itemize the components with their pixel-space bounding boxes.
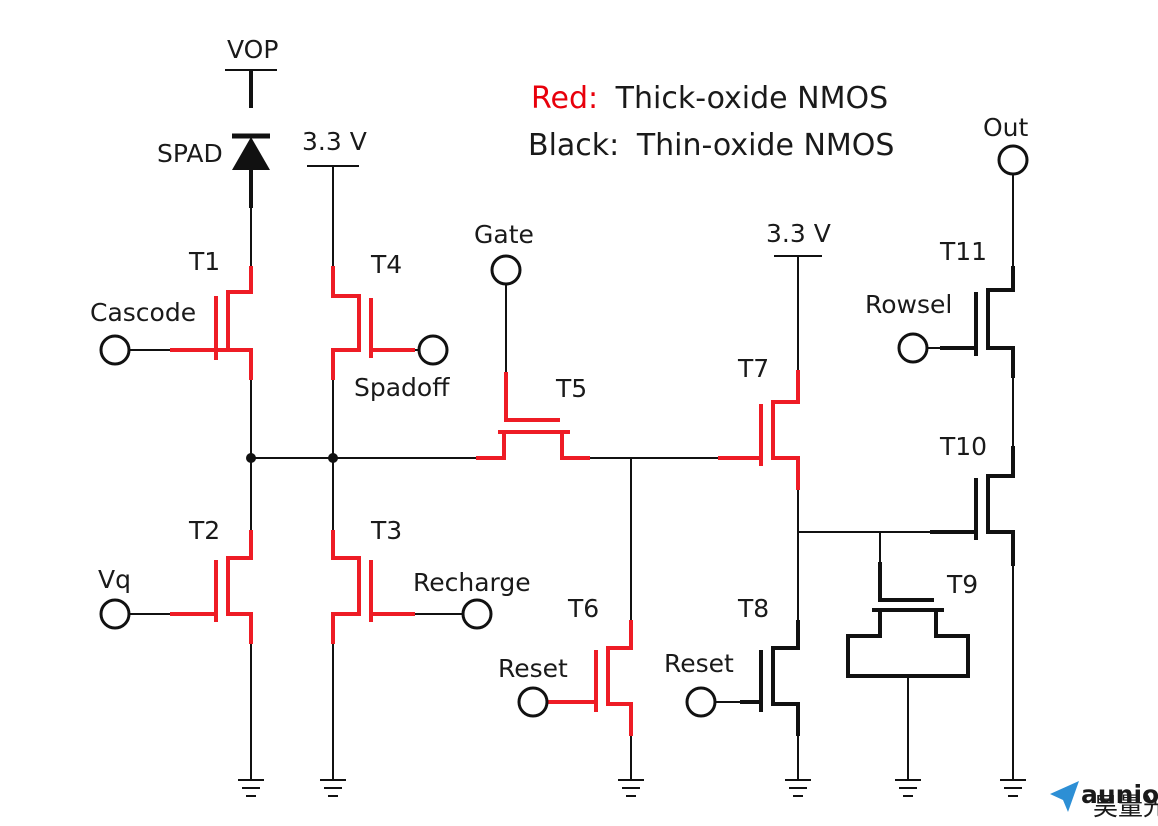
t6-label: T6 [567,594,599,623]
cascode-label: Cascode [90,298,196,327]
ground-icon [320,779,346,797]
junction-dot [246,453,256,463]
legend-black-text: Thin-oxide NMOS [636,128,895,163]
t3-label: T3 [370,516,402,545]
transistor-t8 [740,620,800,736]
reset-t6-label: Reset [498,654,568,683]
t4-label: T4 [370,250,402,279]
t10-label: T10 [939,432,987,461]
transistor-t1 [170,266,253,380]
recharge-pin [461,598,493,630]
transistor-t2 [170,530,253,644]
reset-t8-label: Reset [664,649,734,678]
t8-label: T8 [737,594,769,623]
aunion-logo: aunion 昊量光电 [1050,780,1158,821]
out-label: Out [983,113,1029,142]
transistor-t7 [718,370,800,490]
junction-dot [328,453,338,463]
ground-icon [1000,779,1026,797]
legend-black-key: Black: [528,128,619,163]
transistor-t6 [547,620,633,736]
t2-label: T2 [188,516,220,545]
vq-label: Vq [98,565,131,594]
vop-label: VOP [227,35,278,64]
cascode-pin [99,334,131,366]
rowsel-label: Rowsel [865,290,952,319]
wires [129,69,1014,781]
t7-label: T7 [737,354,769,383]
vdd-right-label: 3.3 V [766,219,831,248]
vq-pin [99,598,131,630]
transistor-t4 [331,266,415,380]
legend: Red: Thick-oxide NMOS Black: Thin-oxide … [528,81,894,163]
gate-label: Gate [474,220,534,249]
logo-name: aunion [1081,780,1158,809]
rowsel-pin [897,332,929,364]
ground-icon [785,779,811,797]
ground-icon [895,779,921,797]
vdd-left-label: 3.3 V [302,127,367,156]
t1-label: T1 [188,247,220,276]
t9-label: T9 [946,570,978,599]
spad-diode-icon [232,133,270,170]
transistor-t9 [846,562,970,678]
legend-red-key: Red: [531,81,598,116]
transistor-t10 [930,446,1015,566]
legend-red-line: Red: Thick-oxide NMOS [531,81,888,116]
transistor-t11 [940,266,1015,378]
logo-sub: 昊量光电 [1093,792,1158,821]
reset-t8-pin [685,686,717,718]
legend-black-line: Black: Thin-oxide NMOS [528,128,894,163]
out-pin [997,144,1029,176]
t5-label: T5 [555,374,587,403]
ground-icon [238,779,264,797]
reset-t6-pin [517,686,549,718]
ground-symbols [238,779,1026,797]
spad-label: SPAD [157,139,223,168]
gate-pin [490,254,522,286]
spadoff-label: Spadoff [354,373,450,402]
transistor-t5 [476,372,590,460]
legend-red-text: Thick-oxide NMOS [615,81,888,116]
ground-icon [618,779,644,797]
paper-plane-icon [1050,781,1079,812]
t11-label: T11 [939,237,987,266]
recharge-label: Recharge [413,568,531,597]
transistor-t3 [331,530,415,644]
spadoff-pin [417,334,449,366]
